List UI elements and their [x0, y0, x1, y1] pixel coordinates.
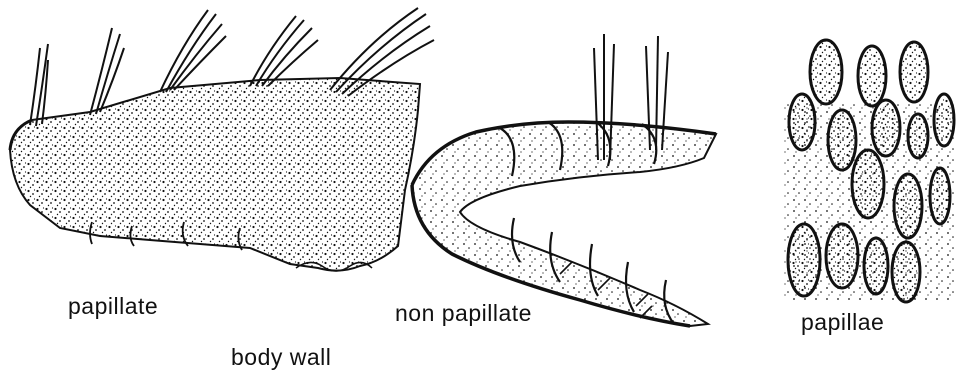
- papillae-panel: [784, 40, 954, 302]
- non-papillate-body-wall: [412, 34, 716, 326]
- papillate-body-wall: [10, 8, 434, 271]
- label-body-wall: body wall: [231, 344, 331, 371]
- label-papillae: papillae: [801, 309, 884, 336]
- label-papillate: papillate: [68, 293, 158, 320]
- papillate-surface: [10, 78, 420, 271]
- label-non-papillate: non papillate: [395, 300, 532, 327]
